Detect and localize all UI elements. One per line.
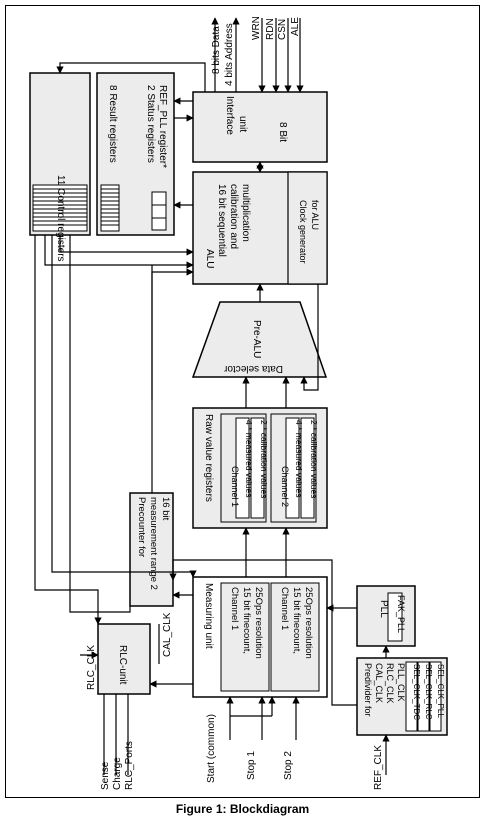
- signal-wrn: WRN: [251, 16, 262, 40]
- control-registers-block: 11 Control registers: [29, 72, 91, 262]
- alu-label-3: calibration and: [228, 184, 239, 249]
- ref-pll-register-label: REF_PLL register*: [157, 85, 168, 168]
- control-registers-label: 11 Control registers: [55, 175, 66, 262]
- signal-charge: Charge: [112, 757, 123, 790]
- raw-value-registers-label: Raw value registers: [203, 414, 214, 502]
- result-status-registers-block: 8 Result registers 2 Status registers RE…: [96, 72, 175, 236]
- signal-rlc-ports: RLC_Ports: [124, 741, 135, 790]
- precounter-label-1: Precounter for: [136, 497, 147, 557]
- connection-lines: [34, 17, 390, 775]
- pll-block: PLL FAK_PLL: [356, 585, 416, 647]
- mu-channel-1-label-1: Channel 1: [229, 587, 240, 630]
- predivider-label-2: CAL_CLK: [374, 663, 384, 703]
- precounter-block: Precounter for measurement range 2 16 bi…: [129, 492, 174, 607]
- raw-channel-1-measured: 4 * measured values: [244, 420, 254, 498]
- mu-channel-2-label-2: 15 bit finecount,: [291, 587, 302, 654]
- signal-start: Start (common): [206, 714, 217, 783]
- signal-data-bus: 8 bits Data: [211, 26, 222, 74]
- signal-rlc-clk: RLC_CLK: [86, 645, 97, 690]
- pll-title: PLL: [378, 600, 389, 618]
- predivider-sel-1: SEL_CLK_TDC: [412, 664, 421, 720]
- mu-channel-1-label-3: 25Ops resolution: [253, 587, 264, 659]
- raw-channel-2-title: Channel 2: [280, 466, 290, 507]
- interface-unit-bit: 8 Bit: [277, 122, 288, 142]
- predivider-label-4: PLL_CLK: [396, 663, 406, 702]
- status-registers-label: 2 Status registers: [145, 85, 156, 163]
- precounter-label-3: 16 bit: [160, 497, 171, 521]
- interface-unit-label-2: unit: [237, 116, 248, 132]
- signal-address-bus: 4 bits Address: [224, 23, 235, 86]
- pll-flag: FAK_PLL: [396, 595, 406, 633]
- clock-generator-label-1: Clock generator: [298, 200, 308, 264]
- signal-cal-clk: CAL_CLK: [162, 612, 173, 657]
- rlc-unit-label: RLC-unit: [117, 645, 128, 685]
- signal-rdn: RDN: [265, 18, 276, 40]
- result-registers-label: 8 Result registers: [107, 85, 118, 163]
- signal-ale: ALE: [290, 17, 301, 36]
- predivider-sel-2: SEL_CLK_RLC: [424, 664, 433, 720]
- alu-label-1: ALU: [204, 249, 215, 268]
- figure-caption: Figure 1: Blockdiagram: [175, 802, 310, 816]
- interface-unit-label-1: Interface: [224, 96, 235, 135]
- signal-sense: Sense: [100, 761, 111, 790]
- signal-stop1: Stop 1: [246, 751, 257, 780]
- pre-alu-label: Pre-ALU: [251, 320, 262, 358]
- predivider-block: Predivider for CAL_CLK RLC_CLK PLL_CLK S…: [356, 657, 448, 736]
- signal-csn: CSN: [277, 19, 288, 40]
- raw-channel-1-calibration: 2 * calibration values: [259, 420, 269, 498]
- signal-stop2: Stop 2: [283, 751, 294, 780]
- alu-label-2: 16 bit sequential: [216, 184, 227, 257]
- precounter-label-2: measurement range 2: [148, 497, 159, 590]
- raw-channel-2-calibration: 2 * calibration values: [309, 420, 319, 498]
- predivider-label-3: RLC_CLK: [385, 663, 395, 704]
- signal-labels: 8 bits Data 4 bits Address WRN RDN CSN A…: [86, 16, 384, 790]
- rlc-unit-block: RLC-unit: [97, 623, 151, 695]
- pre-alu-block: Pre-ALU Data selector: [191, 301, 328, 378]
- signal-ref-clk: REF_CLK: [373, 745, 384, 790]
- clock-generator-label-2: for ALU: [310, 200, 320, 230]
- measuring-unit-block: Measuring unit Channel 1 15 bit finecoun…: [192, 576, 328, 698]
- measuring-unit-label: Measuring unit: [203, 583, 214, 649]
- data-selector-label: Data selector: [223, 363, 283, 374]
- mu-channel-2-label-1: Channel 1: [279, 587, 290, 630]
- control-register-stack: [32, 184, 88, 232]
- alu-label-4: multiplication: [240, 184, 251, 242]
- alu-block: ALU 16 bit sequential calibration and mu…: [192, 171, 328, 285]
- predivider-label-1: Predivider for: [363, 663, 373, 717]
- raw-channel-1-title: Channel 1: [230, 466, 240, 507]
- interface-unit-block: Interface unit 8 Bit: [192, 91, 328, 163]
- mu-channel-1-label-2: 15 bit finecount,: [241, 587, 252, 654]
- raw-value-registers-block: Raw value registers Channel 1 4 * measur…: [192, 407, 328, 529]
- block-diagram: 11 Control registers 8 Result registers …: [29, 16, 448, 790]
- raw-channel-2-measured: 4 * measured values: [294, 420, 304, 498]
- mu-channel-2-label-3: 25Ops resolution: [303, 587, 314, 659]
- predivider-sel-3: SEL_CLK_PLL: [436, 664, 445, 718]
